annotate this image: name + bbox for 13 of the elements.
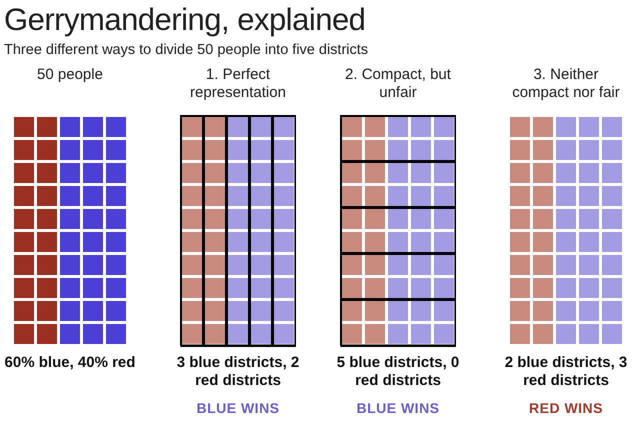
winner-text: BLUE WINS (195, 400, 281, 416)
winner-text: RED WINS (528, 400, 604, 416)
subtitle: Three different ways to divide 50 people into five districts (4, 42, 368, 58)
panel-heading: 3. Neither compact nor fair (511, 66, 621, 102)
result-text: 60% blue, 40% red (4, 354, 136, 372)
title: Gerrymandering, explained (4, 2, 366, 38)
winner-text: BLUE WINS (355, 400, 441, 416)
panel-heading: 1. Perfect representation (189, 66, 287, 102)
panel-heading: 2. Compact, but unfair (344, 66, 452, 102)
result-text: 5 blue districts, 0 red districts (336, 354, 460, 390)
result-text: 3 blue districts, 2 red districts (176, 354, 300, 390)
panel-heading: 50 people (36, 66, 104, 84)
result-text: 2 blue districts, 3 red districts (504, 354, 628, 390)
